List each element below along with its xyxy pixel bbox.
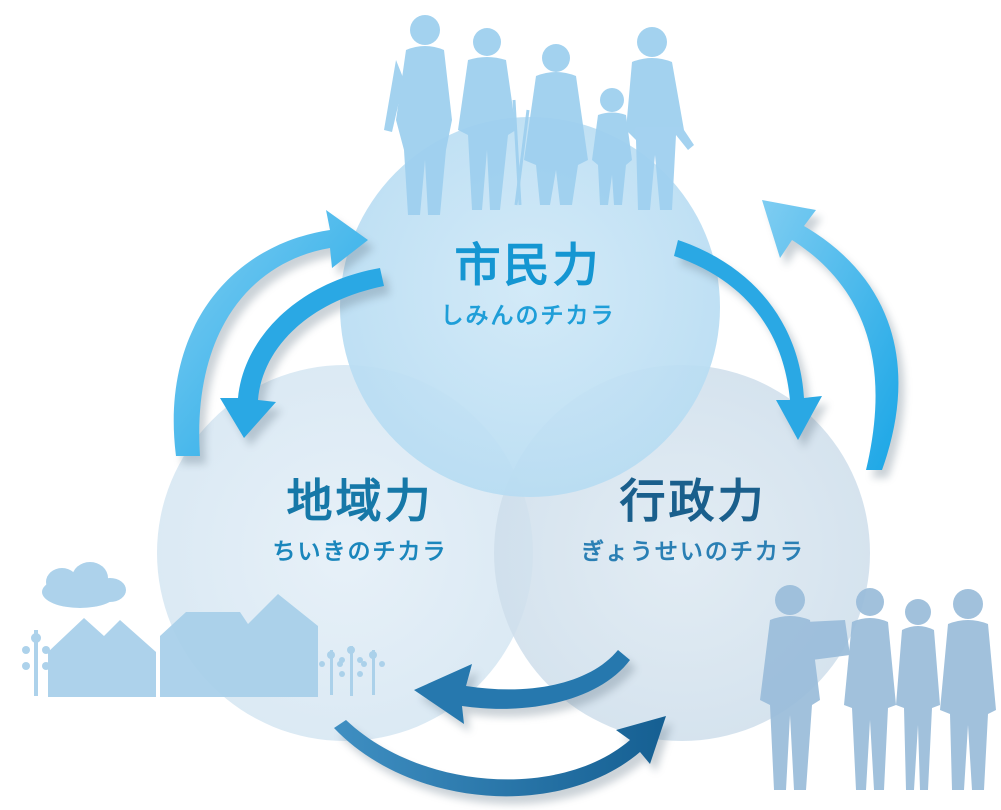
arrow-gyosei-to-shimin <box>762 200 899 470</box>
houses-silhouette <box>22 562 385 697</box>
shimin-label: 市民力 しみんのチカラ <box>368 242 688 327</box>
arrow-shimin-gyosei <box>674 200 899 470</box>
arrow-shimin-chiiki <box>173 210 384 456</box>
chiiki-title: 地域力 <box>286 474 434 528</box>
shimin-title: 市民力 <box>454 238 602 292</box>
citizens-silhouette <box>384 15 694 215</box>
officials-silhouette <box>760 585 996 790</box>
gyosei-label: 行政力 ぎょうせいのチカラ <box>533 478 853 563</box>
arrow-shimin-to-gyosei <box>674 240 822 440</box>
chiiki-reading: ちいきのチカラ <box>272 538 448 565</box>
gyosei-reading: ぎょうせいのチカラ <box>581 538 805 565</box>
gyosei-title: 行政力 <box>619 474 767 528</box>
arrow-chiiki-gyosei <box>334 650 666 797</box>
arrow-chiiki-to-shimin <box>173 210 368 456</box>
arrow-gyosei-to-chiiki <box>414 650 630 724</box>
chiiki-label: 地域力 ちいきのチカラ <box>200 478 520 563</box>
arrow-chiiki-to-gyosei <box>334 716 666 797</box>
shimin-reading: しみんのチカラ <box>440 302 616 329</box>
arrow-shimin-to-chiiki <box>220 268 384 438</box>
